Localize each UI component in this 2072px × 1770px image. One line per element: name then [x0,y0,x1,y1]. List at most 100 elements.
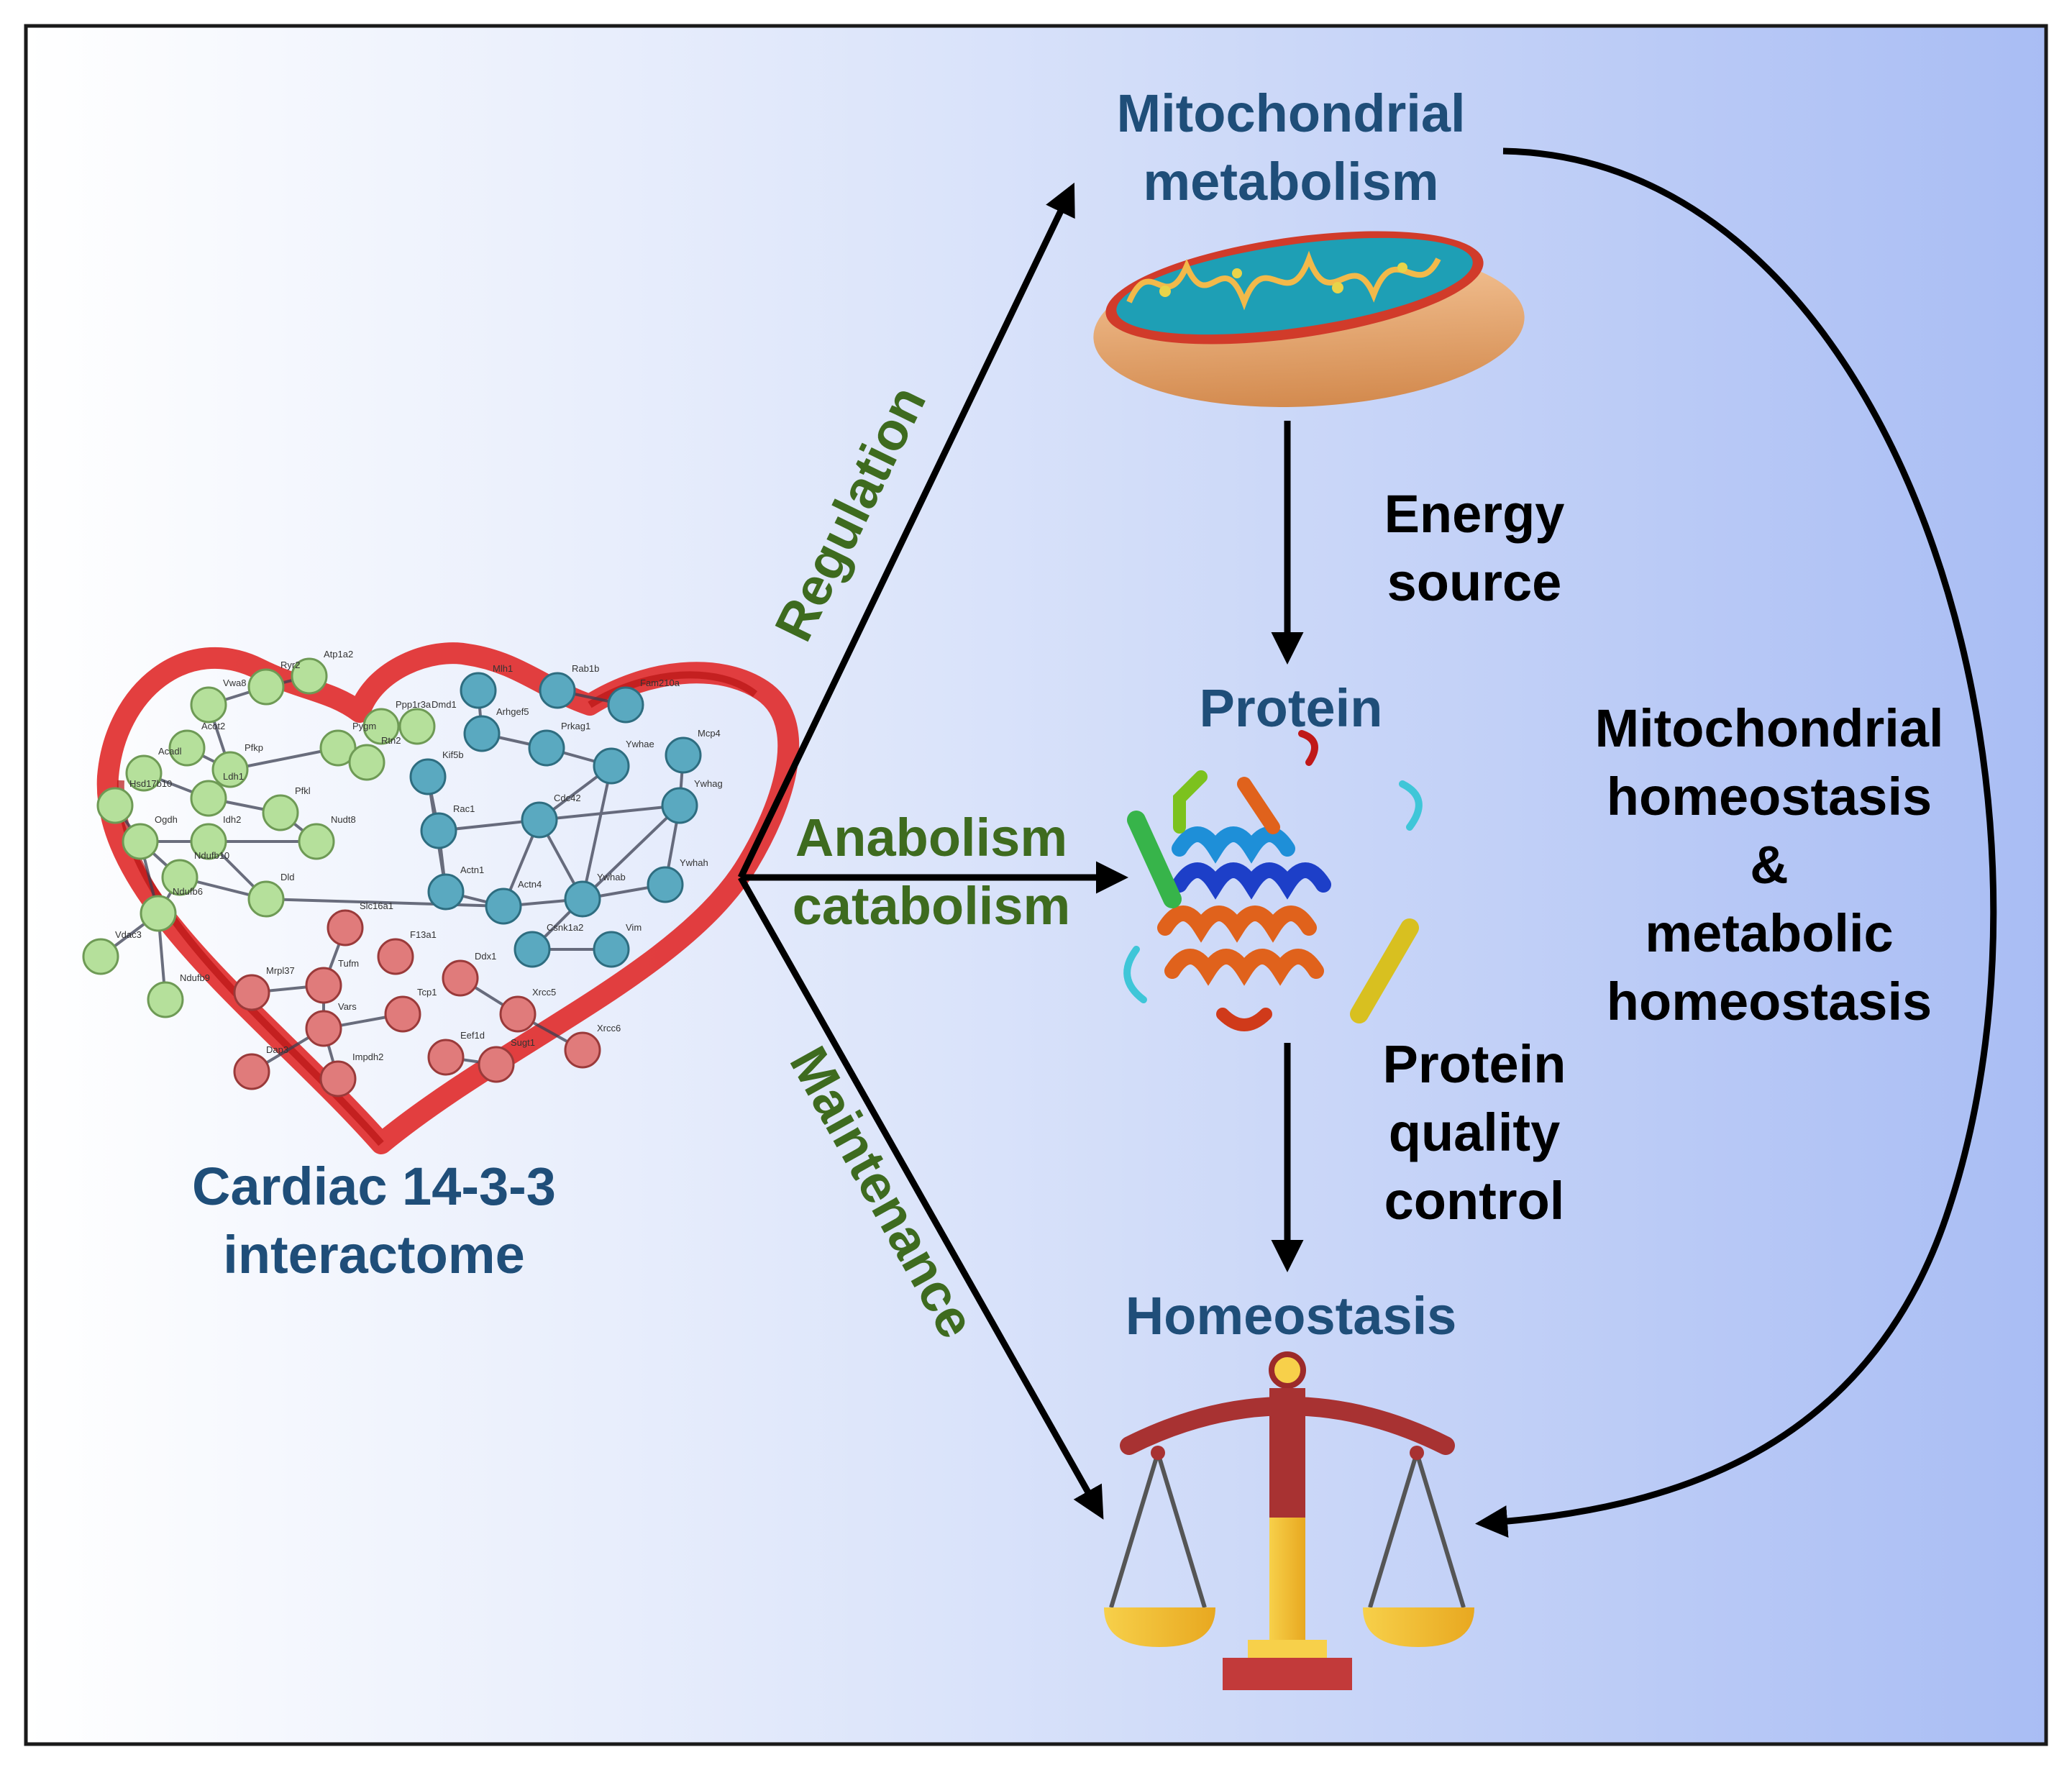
network-node-label: Rab1b [572,663,599,674]
network-node: Ogdh [122,814,178,860]
network-node-circle [168,729,206,767]
network-node-label: Vim [626,922,642,933]
network-node: Slc16a1 [327,900,393,946]
network-node-label: Ywhag [694,778,723,789]
network-node-circle [319,1060,357,1098]
network-node-circle [409,758,447,795]
network-node-label: Idh2 [223,814,241,825]
network-node-circle [485,888,522,925]
network-node-circle [661,787,698,824]
network-node-label: Ogdh [155,814,178,825]
network-node-circle [564,880,601,918]
network-node-label: Nudt8 [331,814,356,825]
pqc-line3: control [1384,1171,1565,1231]
network-node: Pfkp [211,742,263,788]
network-node: Fam210a [607,678,680,724]
network-node-circle [593,931,630,968]
protein-structure-illustration [1123,730,1423,1031]
network-node-circle [262,794,299,831]
network-node: Vdac3 [82,929,142,975]
network-node: Ywhah [647,857,708,903]
network-node-circle [190,823,227,860]
network-node-circle [147,981,184,1018]
network-node-circle [427,1039,465,1076]
anabolism-label-line1: Anabolism [795,808,1067,867]
arrow-mitochondrial-homeostasis [1475,147,1997,1538]
network-node-circle [607,686,644,724]
network-node-circle [499,995,537,1033]
network-node-circle [665,736,702,774]
mito-homeostasis-line2: homeostasis [1607,767,1932,826]
network-node-circle [521,801,558,839]
energy-source-line1: Energy [1384,484,1565,544]
network-node: Pfkl [262,785,311,831]
network-edge [581,765,613,900]
network-node-label: Dld [280,872,295,882]
network-node-circle [247,880,285,918]
network-node-label: Ndufb6 [173,886,203,897]
network-node-circle [161,859,198,896]
network-node-circle [122,823,159,860]
network-edge [265,898,504,908]
network-node-circle [384,995,421,1033]
network-node: Cdc42 [521,793,581,839]
network-node: Mcp4 [665,728,721,774]
network-node-circle [377,938,414,975]
network-node: Actn4 [485,879,542,925]
network-node-label: Ndufb9 [180,972,210,983]
network-node-circle [96,787,134,824]
network-node-circle [420,812,457,849]
network-node-circle [140,895,177,932]
network-node-label: Mlh1 [493,663,513,674]
network-node-label: Acot2 [201,721,225,731]
network-node: Ywhab [564,872,626,918]
background-panel [24,24,2048,1746]
network-node-circle [82,938,119,975]
network-node: Dmd1 [398,699,457,745]
network-node-circle [247,668,285,706]
network-node-circle [319,729,357,767]
network-node-circle [190,686,227,724]
network-node: Xrcc5 [499,987,556,1033]
network-node-circle [442,959,479,997]
interactome-title-line1: Cardiac 14-3-3 [192,1157,556,1216]
mito-title-line1: Mitochondrial [1116,83,1465,143]
mitochondrion-illustration [1093,231,1525,407]
network-node: Mlh1 [460,663,513,709]
network-node-label: Impdh2 [352,1051,383,1062]
network-node-circle [305,1010,342,1047]
network-node-label: Actn4 [518,879,542,890]
network-node: Rab1b [539,663,599,709]
network-node: Kif5b [409,749,464,795]
network-node-label: Fam210a [640,678,680,688]
network-node-label: Dmd1 [432,699,457,710]
network-node-circle [398,708,436,745]
network-node-label: Sugt1 [511,1037,535,1048]
network-node-label: Ldh1 [223,771,244,782]
network-node-circle [528,729,565,767]
network-node: Vwa8 [190,678,247,724]
network-node: Mrpl37 [233,965,295,1011]
network-node: Atp1a2 [291,649,353,695]
network-node: Rac1 [420,803,475,849]
network-node-label: Prkag1 [561,721,590,731]
network-node-circle [233,1053,270,1090]
network-node-circle [190,780,227,817]
pqc-line2: quality [1389,1103,1560,1162]
network-node-circle [593,747,630,785]
network-node-label: Mrpl37 [266,965,295,976]
energy-source-line2: source [1387,552,1562,612]
network-node-circle [305,967,342,1004]
network-node: Dap3 [233,1044,288,1090]
network-node: Ndufb6 [140,886,203,932]
mito-homeostasis-line5: homeostasis [1607,972,1932,1031]
mito-title-line2: metabolism [1143,152,1438,211]
network-node-label: Xrcc6 [597,1023,621,1034]
network-node-circle [211,751,249,788]
network-node-circle [647,866,684,903]
network-node-label: Pfkp [245,742,263,753]
anabolism-label-line2: catabolism [793,876,1071,936]
network-node-circle [539,672,576,709]
balance-scale-illustration [1104,1351,1474,1690]
